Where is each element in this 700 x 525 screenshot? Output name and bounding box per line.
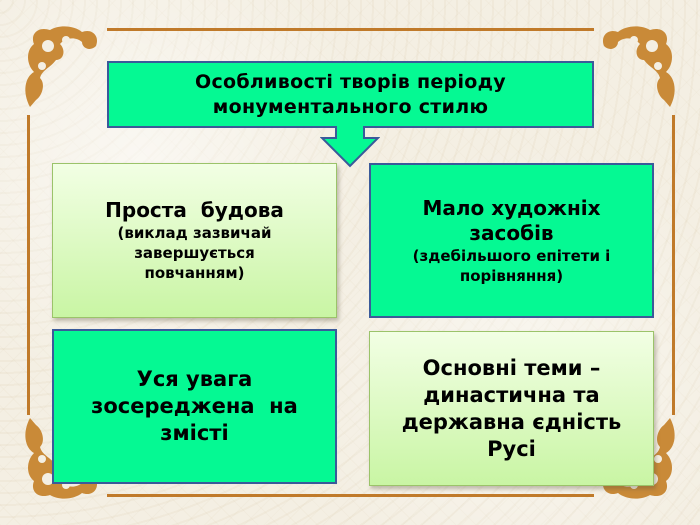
frame-left-line	[27, 115, 30, 415]
corner-ornament-top-left-icon	[25, 26, 98, 107]
feature-heading: Проста будова	[105, 198, 284, 222]
feature-line: Уся увага	[136, 367, 253, 391]
frame-top-line	[107, 28, 594, 31]
feature-line: змісті	[160, 421, 229, 445]
frame-right-line	[672, 115, 675, 415]
corner-ornament-bottom-left-icon	[25, 418, 98, 499]
feature-line: державна єдність	[401, 409, 622, 434]
feature-line: зосереджена на	[91, 394, 298, 418]
feature-detail-line: завершується	[134, 244, 255, 262]
feature-line: Русі	[487, 436, 536, 461]
feature-detail-line: (здебільшого епітети і	[412, 246, 611, 265]
title-line-2: монументального стилю	[212, 95, 489, 118]
feature-box-simple-structure: Проста будова (виклад зазвичай завершуєт…	[52, 163, 337, 318]
frame-bottom-line	[107, 494, 594, 497]
title-line-1: Особливості творів періоду	[195, 70, 506, 93]
feature-line: Основні теми –	[422, 355, 601, 380]
title-box: Особливості творів періоду монументально…	[107, 61, 594, 128]
corner-ornament-top-right-icon	[602, 26, 675, 107]
feature-heading-line: засобів	[469, 220, 554, 245]
feature-box-few-artistic-means: Мало художніх засобів (здебільшого епіте…	[369, 163, 654, 318]
feature-box-content-focus: Уся увага зосереджена на змісті	[52, 329, 337, 484]
feature-line: династична та	[423, 382, 600, 407]
feature-box-main-themes: Основні теми – династична та державна єд…	[369, 331, 654, 486]
feature-heading-line: Мало художніх	[422, 195, 601, 220]
down-arrow-icon	[320, 126, 380, 168]
feature-detail-line: повчанням)	[144, 264, 245, 282]
feature-detail-line: порівняння)	[459, 266, 564, 285]
feature-detail-line: (виклад зазвичай	[117, 224, 272, 242]
